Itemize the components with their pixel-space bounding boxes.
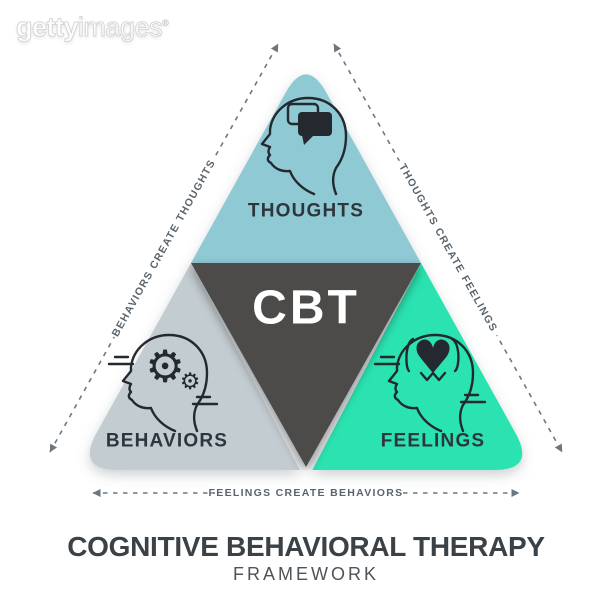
feelings-create-behaviors-label: FEELINGS CREATE BEHAVIORS (209, 487, 404, 499)
registered-mark: ® (162, 18, 169, 29)
watermark-light-text: images (78, 12, 164, 43)
thoughts-label: THOUGHTS (248, 201, 364, 222)
page-subtitle: FRAMEWORK (233, 564, 379, 584)
thought-bubble-solid (298, 112, 332, 136)
behaviors-label: BEHAVIORS (106, 431, 228, 452)
bottom-label-mask (215, 485, 397, 501)
gear-icon: ⚙ (145, 342, 184, 393)
page-title: COGNITIVE BEHAVIORAL THERAPY (67, 531, 545, 562)
cbt-center-label: CBT (252, 282, 360, 335)
head-thought-bubble-icon (260, 96, 348, 196)
thought-bubble-tail (302, 135, 314, 145)
heart-icon: ♥ (412, 330, 453, 384)
watermark-bold-text: getty (15, 12, 79, 43)
small-gear-icon: ⚙ (180, 369, 201, 395)
left-label-mask (106, 154, 222, 342)
brain-outline (405, 337, 460, 373)
brain-zigzag (419, 371, 447, 382)
head-gears-icon: ⚙ ⚙ (107, 333, 219, 433)
triangle-body (89, 74, 523, 470)
head-heart-icon: ♥ (373, 330, 487, 433)
gettyimages-watermark: gettyimages® (15, 12, 169, 43)
feelings-label: FEELINGS (381, 431, 486, 452)
right-label-mask (391, 156, 505, 340)
